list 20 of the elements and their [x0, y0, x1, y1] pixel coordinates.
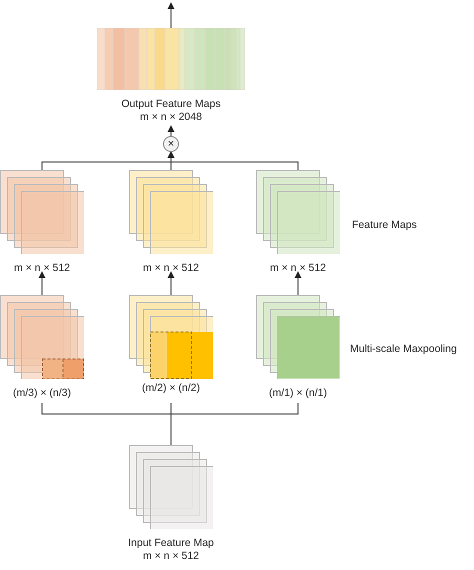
dimension-label: m × n × 512 — [142, 262, 200, 275]
arrow — [294, 271, 302, 296]
dimension-label: (m/2) × (n/2) — [142, 382, 200, 395]
map-title: Input Feature Map — [128, 537, 214, 550]
multiply-circle: × — [163, 136, 179, 152]
dimension-label: (m/3) × (n/3) — [12, 387, 72, 400]
arrow — [168, 151, 298, 170]
dimension-label: m × n × 512 — [142, 550, 200, 563]
dimension-label: m × n × 512 — [14, 262, 70, 275]
layer-label: Multi-scale Maxpooling — [350, 343, 457, 355]
arrow — [38, 271, 46, 296]
layer-label: Feature Maps — [352, 219, 417, 231]
map-title: Output Feature Maps — [121, 98, 221, 111]
arrow — [168, 125, 174, 136]
dimension-label: m × n × 512 — [270, 262, 326, 275]
arrow — [168, 2, 174, 28]
arrow — [168, 271, 174, 296]
connector-line — [170, 402, 298, 446]
dimension-label: (m/1) × (n/1) — [268, 387, 328, 400]
dimension-label: m × n × 2048 — [140, 111, 202, 124]
